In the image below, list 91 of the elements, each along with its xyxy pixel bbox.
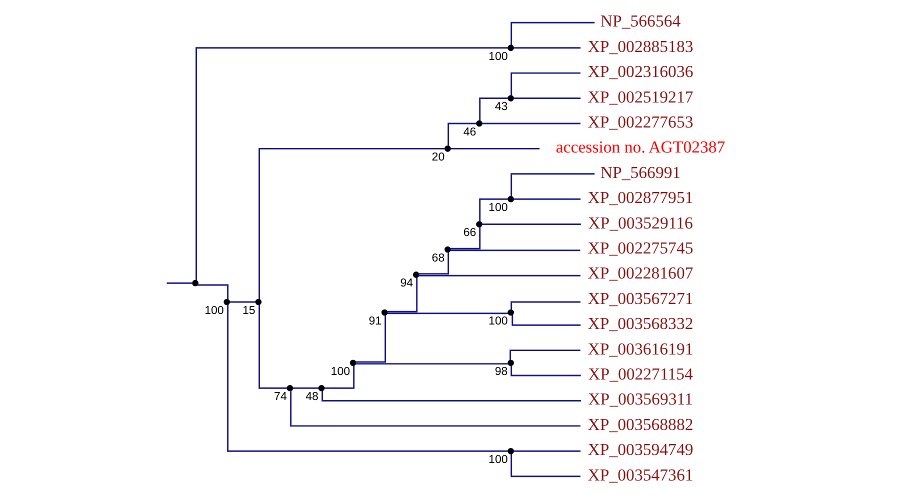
connector <box>513 46 580 48</box>
connector <box>321 390 581 401</box>
node-label: 98 <box>494 365 508 378</box>
connector <box>258 147 445 299</box>
node-circle <box>223 298 230 305</box>
connector <box>229 300 255 302</box>
connector <box>450 249 580 251</box>
connector <box>511 314 580 326</box>
node-label: 74 <box>274 390 286 403</box>
node-circle <box>444 145 450 152</box>
node-label: 66 <box>462 226 476 239</box>
node-label: 100 <box>488 201 508 214</box>
node-text: XP_003529116 <box>588 212 692 232</box>
node-circle <box>507 447 514 454</box>
node-label: 100 <box>204 304 224 316</box>
node-text: NP_566564 <box>600 11 680 30</box>
connector <box>324 365 354 388</box>
node-text: XP_003568332 <box>587 314 693 333</box>
connector <box>418 252 449 274</box>
node-label: 100 <box>488 454 508 466</box>
connector <box>418 274 580 276</box>
node-circle <box>507 44 514 51</box>
node-circle <box>412 271 419 278</box>
node-label: 100 <box>488 314 508 327</box>
connector <box>355 362 508 364</box>
node-text: XP_002519217 <box>587 86 693 106</box>
connector <box>226 304 508 452</box>
connector <box>292 386 318 388</box>
connector <box>510 300 580 310</box>
connector <box>258 304 287 388</box>
node-text: NP_566991 <box>600 162 680 182</box>
connector <box>513 198 580 200</box>
node-text: XP_003594749 <box>587 440 693 459</box>
connector <box>195 46 508 280</box>
node-text: XP_003616191 <box>587 338 693 358</box>
node-text: accession no. AGT02387 <box>555 137 725 156</box>
node-label: 68 <box>431 252 444 264</box>
connector <box>386 277 418 312</box>
node-label: 20 <box>431 151 444 164</box>
node-circle <box>507 359 514 366</box>
connector <box>513 450 580 452</box>
node-circle <box>507 195 514 202</box>
connector <box>447 122 476 146</box>
node-circle <box>192 279 198 286</box>
connector <box>478 198 508 222</box>
connector <box>386 312 508 314</box>
node-circle <box>318 384 324 391</box>
node-label: 94 <box>400 277 413 290</box>
node-text: XP_002316036 <box>587 62 693 81</box>
node-text: XP_003568882 <box>587 414 693 434</box>
connector <box>196 284 228 299</box>
node-text: XP_002885183 <box>587 36 693 56</box>
node-circle <box>254 298 262 305</box>
node-label: 100 <box>330 365 350 378</box>
node-label: 15 <box>242 304 255 316</box>
connector <box>510 72 580 96</box>
connector <box>290 390 580 426</box>
connector <box>478 97 508 120</box>
connector <box>510 453 580 477</box>
node-text: XP_003569311 <box>588 389 692 408</box>
node-circle <box>349 359 356 366</box>
connector <box>450 226 480 249</box>
node-text: XP_002281607 <box>587 263 693 282</box>
connector <box>509 349 580 360</box>
connector <box>166 282 192 284</box>
node-text: XP_003547361 <box>587 464 693 484</box>
node-text: XP_002275745 <box>587 238 693 257</box>
node-circle <box>444 246 450 252</box>
node-label: 46 <box>462 126 476 138</box>
node-circle <box>507 94 514 101</box>
node-text: XP_002271154 <box>588 364 692 384</box>
node-circle <box>286 384 293 391</box>
connector <box>510 365 580 376</box>
node-text: XP_002877951 <box>587 188 693 207</box>
connector <box>450 147 540 149</box>
connector <box>510 172 594 196</box>
connector <box>482 122 580 124</box>
node-circle <box>476 220 482 227</box>
connector <box>513 97 580 98</box>
node-circle <box>476 120 482 126</box>
node-label: 48 <box>305 390 318 403</box>
connector <box>355 314 386 362</box>
node-label: 91 <box>368 314 382 327</box>
node-label: 43 <box>494 100 508 113</box>
node-label: 100 <box>488 50 508 62</box>
node-circle <box>380 308 388 316</box>
node-circle <box>507 308 514 316</box>
node-text: XP_003567271 <box>587 288 693 308</box>
connector <box>482 223 580 225</box>
connector <box>510 21 594 45</box>
node-text: XP_002277653 <box>587 112 693 131</box>
